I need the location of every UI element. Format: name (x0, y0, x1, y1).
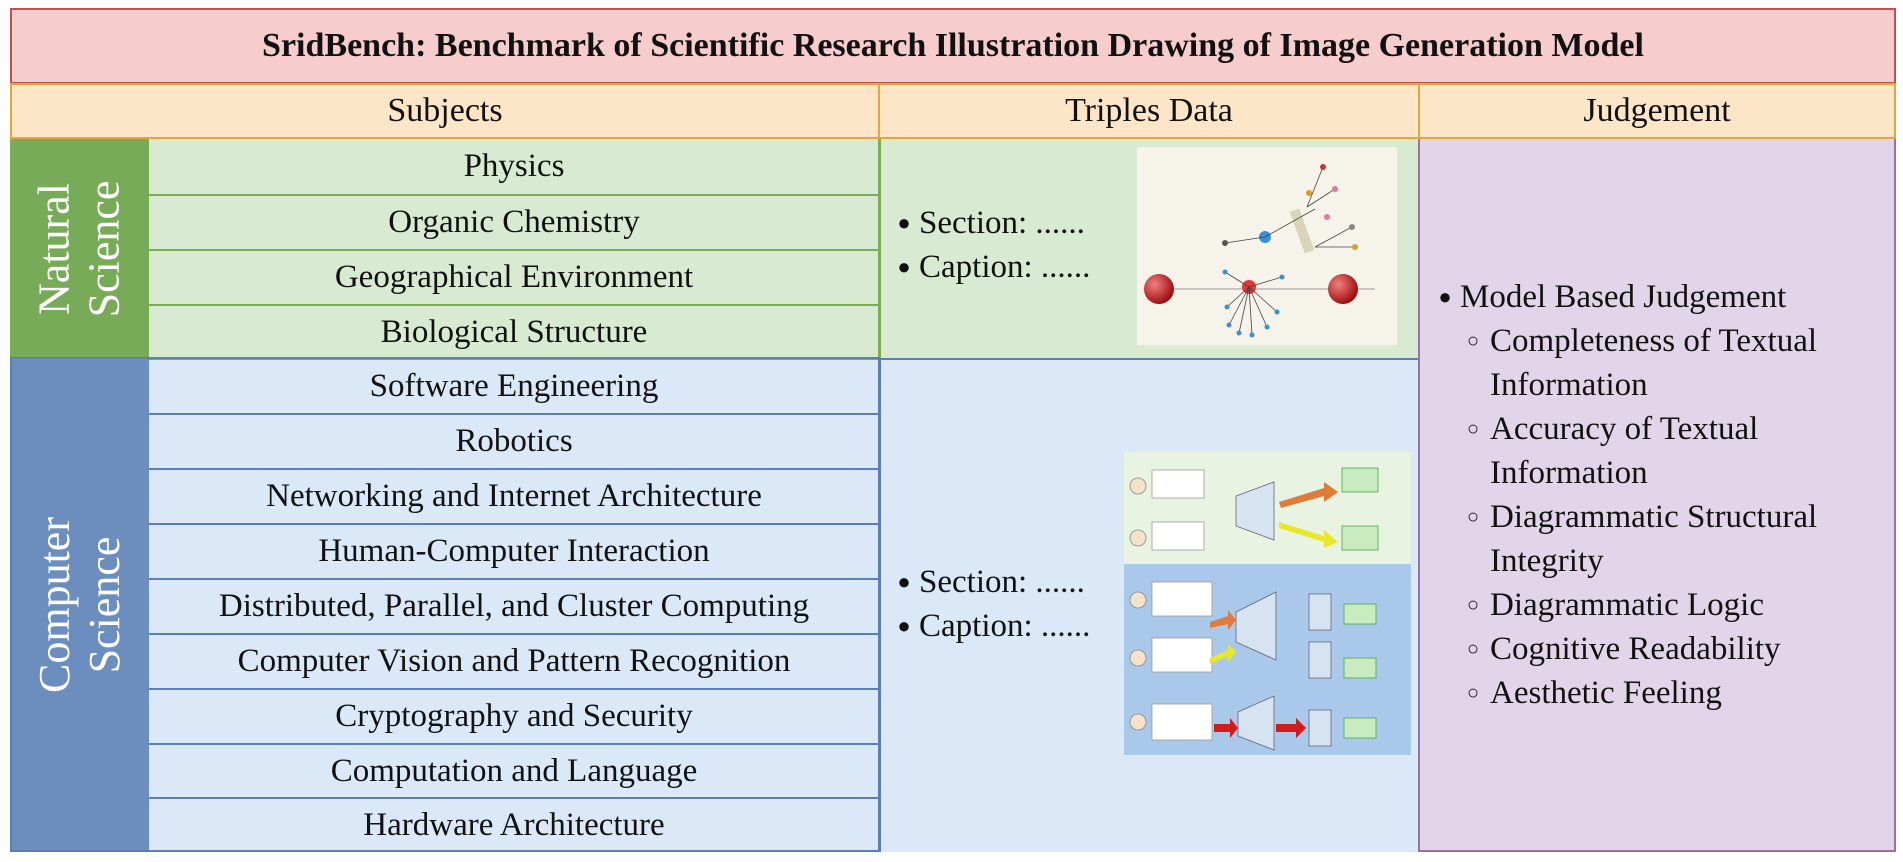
subject-networking: Networking and Internet Architecture (149, 468, 879, 523)
subject-computer-vision: Computer Vision and Pattern Recognition (149, 633, 879, 688)
subject-organic-chemistry: Organic Chemistry (149, 194, 879, 249)
criterion-5: Cognitive Readability (1490, 631, 1781, 667)
triples-natural-cell: ● Section: ...... ● Caption: ...... (879, 139, 1419, 358)
criterion-3-line2: Integrity (1490, 543, 1604, 579)
subject-hardware-architecture: Hardware Architecture (149, 797, 879, 852)
hollow-bullet-icon: ○ (1466, 330, 1480, 352)
subject-geographical-environment: Geographical Environment (149, 249, 879, 304)
natural-science-line2: Science (79, 180, 129, 318)
subject-hci: Human-Computer Interaction (149, 523, 879, 578)
criterion-1-line2: Information (1490, 367, 1648, 403)
bullet-icon: ● (897, 254, 911, 279)
natural-science-line1: Natural (29, 183, 79, 315)
judgement-list: ● Model Based Judgement ○ Completeness of … (1430, 275, 1817, 715)
judgement-cell: ● Model Based Judgement ○ Completeness of … (1418, 139, 1896, 852)
physics-figure-thumbnail (1137, 147, 1397, 345)
hollow-bullet-icon: ○ (1466, 682, 1480, 704)
criterion-4: Diagrammatic Logic (1490, 587, 1764, 623)
subject-computation-language: Computation and Language (149, 743, 879, 798)
page-title: SridBench: Benchmark of Scientific Resea… (10, 8, 1896, 84)
judgement-main: Model Based Judgement (1460, 279, 1787, 315)
subject-physics: Physics (149, 139, 879, 194)
subject-robotics: Robotics (149, 413, 879, 468)
natural-caption-text: Caption: ...... (919, 249, 1091, 285)
hollow-bullet-icon: ○ (1466, 418, 1480, 440)
bullet-icon: ● (1438, 284, 1452, 309)
computer-science-label: Computer Science (10, 358, 149, 852)
bullet-icon: ● (897, 613, 911, 638)
computer-science-line2: Science (79, 536, 129, 674)
criterion-3-line1: Diagrammatic Structural (1490, 499, 1818, 535)
header-judgement: Judgement (1418, 83, 1896, 139)
bullet-icon: ● (897, 569, 911, 594)
computer-section-text: Section: ...... (919, 564, 1085, 600)
triples-natural-bullets: ● Section: ...... ● Caption: ...... (889, 201, 1090, 289)
computer-science-line1: Computer (29, 517, 79, 693)
hollow-bullet-icon: ○ (1466, 638, 1480, 660)
triples-computer-cell: ● Section: ...... ● Caption: ...... (879, 358, 1419, 852)
criterion-2-line1: Accuracy of Textual (1490, 411, 1759, 447)
subject-distributed-computing: Distributed, Parallel, and Cluster Compu… (149, 578, 879, 633)
reward-model-figure (1124, 452, 1411, 755)
criterion-6: Aesthetic Feeling (1490, 675, 1722, 711)
header-subjects: Subjects (10, 83, 880, 139)
hollow-bullet-icon: ○ (1466, 506, 1480, 528)
subject-software-engineering: Software Engineering (149, 358, 879, 413)
triples-computer-bullets: ● Section: ...... ● Caption: ...... (889, 560, 1090, 648)
cs-figure-thumbnail (1124, 452, 1411, 755)
subject-biological-structure: Biological Structure (149, 304, 879, 359)
bullet-icon: ● (897, 210, 911, 235)
criterion-1-line1: Completeness of Textual (1490, 323, 1818, 359)
criterion-2-line2: Information (1490, 455, 1648, 491)
natural-science-label: Natural Science (10, 139, 149, 359)
header-triples-data: Triples Data (878, 83, 1420, 139)
natural-section-text: Section: ...... (919, 205, 1085, 241)
hollow-bullet-icon: ○ (1466, 594, 1480, 616)
particle-collision-figure (1144, 164, 1375, 338)
subject-cryptography: Cryptography and Security (149, 688, 879, 743)
computer-caption-text: Caption: ...... (919, 608, 1091, 644)
